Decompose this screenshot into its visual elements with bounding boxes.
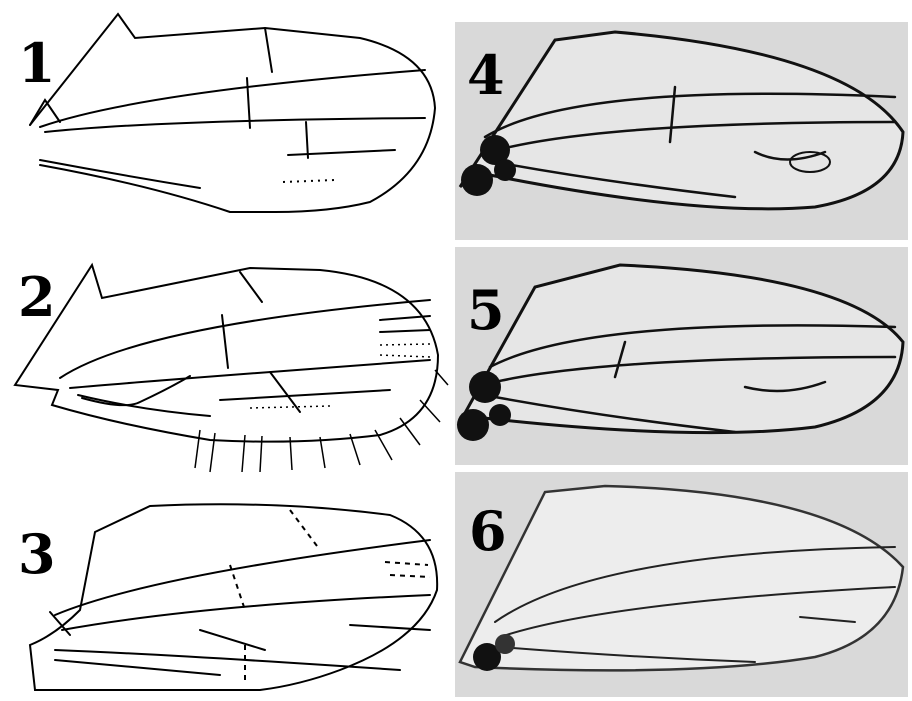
wing-photo-4: 4 <box>455 22 908 240</box>
wing-photo-5: 5 <box>455 247 908 465</box>
panel-number-1: 1 <box>18 36 56 90</box>
wing-photo-6: 6 <box>455 472 908 697</box>
wing-drawing-1: 1 <box>0 0 450 230</box>
panel-number-6: 6 <box>469 504 507 558</box>
panel-number-5: 5 <box>467 283 505 337</box>
wing-drawing-2: 2 <box>0 240 450 475</box>
panel-number-4: 4 <box>467 48 505 102</box>
panel-number-2: 2 <box>18 270 56 324</box>
panel-number-3: 3 <box>18 527 56 581</box>
wing-drawing-3: 3 <box>0 480 450 701</box>
